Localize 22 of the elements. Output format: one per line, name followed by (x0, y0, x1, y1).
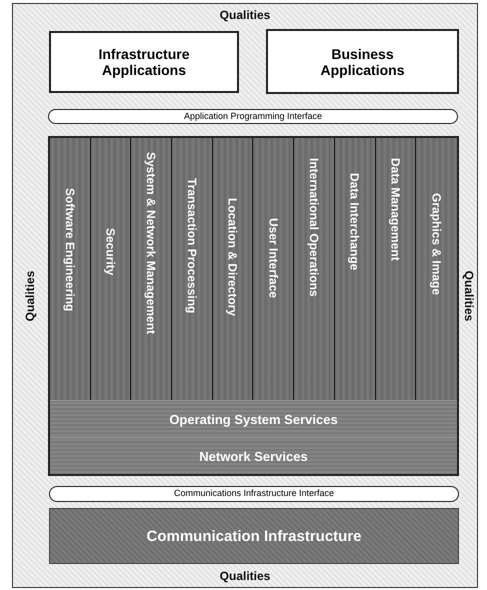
service-column: User Interface (266, 218, 280, 298)
infrastructure-layer: Communication Infrastructure (49, 508, 459, 564)
service-column: Data Management (388, 158, 402, 261)
qualities-label: Qualities (462, 270, 476, 321)
interface-bar: Communications Infrastructure Interface (49, 486, 459, 502)
application-box: Infrastructure Applications (49, 31, 239, 93)
qualities-label: Qualities (23, 270, 37, 321)
service-column: Software Engineering (62, 188, 77, 312)
qualities-frame (12, 3, 478, 588)
service-column: Data Interchange (348, 173, 362, 270)
interface-bar: Application Programming Interface (48, 109, 458, 124)
service-column: Transaction Processing (184, 178, 199, 314)
service-column: Location & Directory (226, 198, 240, 316)
application-box: Business Applications (266, 29, 459, 94)
qualities-label: Qualities (220, 569, 270, 583)
platform-panel (48, 136, 459, 476)
qualities-label: Qualities (220, 8, 270, 22)
service-column: Security (104, 228, 118, 276)
service-column: Graphics & Image (430, 193, 444, 296)
service-layer: Operating System Services (50, 400, 457, 437)
service-column: International Operations (307, 158, 322, 297)
service-layer: Network Services (50, 437, 457, 474)
